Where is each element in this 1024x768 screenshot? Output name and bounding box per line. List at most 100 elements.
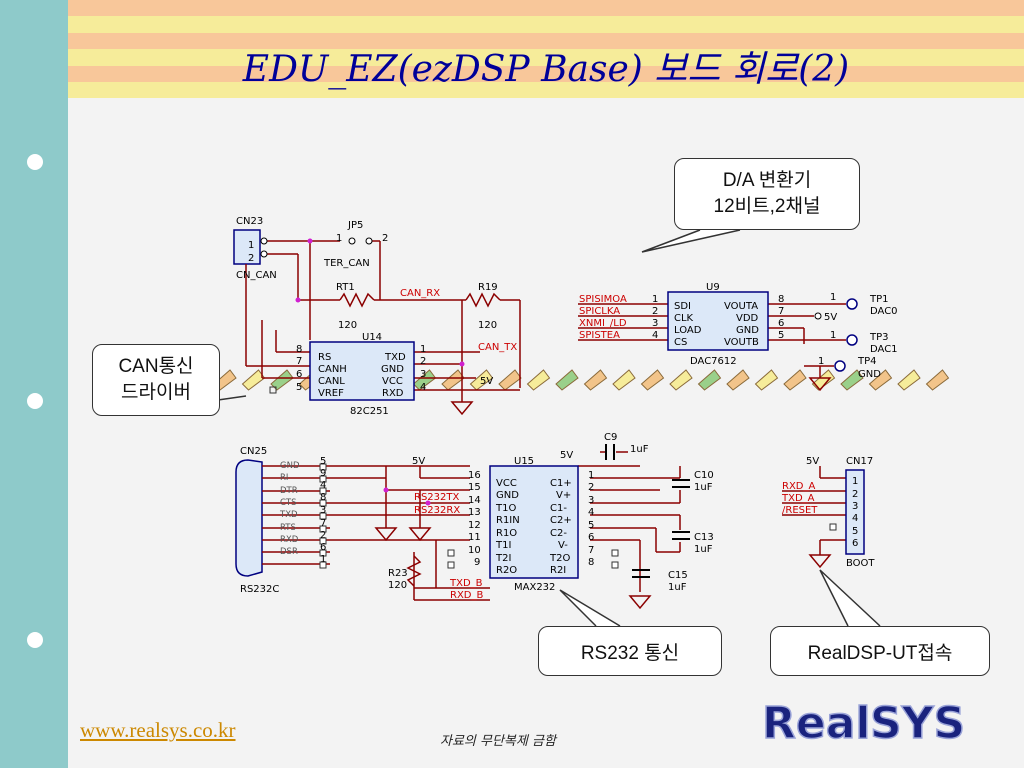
- u15-pin-num: 8: [588, 557, 594, 568]
- cn17-pin: 5: [852, 526, 858, 537]
- cn17-pin: 2: [852, 489, 858, 500]
- cn25-signal: DSR: [280, 547, 298, 557]
- net-5v: 5V: [412, 456, 425, 467]
- u9-pin-name: CS: [674, 337, 687, 348]
- callout-line: CAN통신: [118, 356, 194, 377]
- bullet-dot: [27, 632, 43, 648]
- net-5v: 5V: [806, 456, 819, 467]
- cn25-pin-num: 9: [320, 468, 326, 479]
- tp1-name: DAC0: [870, 306, 898, 317]
- tp-pin-num: 1: [830, 330, 836, 341]
- u9-pin-name: CLK: [674, 313, 694, 324]
- net-label: SPISIMOA: [579, 294, 627, 305]
- callout-pointer: [819, 569, 881, 627]
- pencil-decoration: [640, 369, 665, 391]
- pencil-decoration: [783, 369, 807, 391]
- cap-value: 1uF: [694, 544, 713, 555]
- u9-ref: U9: [706, 282, 720, 293]
- u15-pin-name: R1O: [496, 528, 517, 539]
- cap-ref: C10: [694, 470, 714, 481]
- cn25-signal: DTR: [280, 486, 298, 496]
- header-stripes: [68, 0, 1024, 98]
- net-label: SPICLKA: [579, 306, 620, 317]
- u9-pin-name: SDI: [674, 301, 691, 312]
- r19-value: 120: [478, 320, 497, 331]
- can-section: [233, 229, 521, 416]
- u15-pin-num: 13: [468, 507, 481, 518]
- u15-pin-name: C2+: [550, 515, 572, 526]
- cn25-pin-num: 5: [320, 456, 326, 467]
- u15-pin-name: T2O: [549, 553, 570, 564]
- u9-pin-name: VOUTA: [724, 301, 758, 312]
- net-rs232rx: RS232RX: [414, 505, 460, 516]
- r19-ref: R19: [478, 282, 498, 293]
- callout-realdsp: RealDSP-UT접속: [770, 626, 990, 676]
- r23-value: 120: [388, 580, 407, 591]
- u9-pin-num: 8: [778, 294, 784, 305]
- u15-pin-num: 5: [588, 520, 594, 531]
- pencil-decoration: [241, 369, 266, 391]
- logo-text-sys: SYS: [870, 700, 965, 744]
- cn17-pin: 3: [852, 501, 858, 512]
- u9-pin-num: 4: [652, 330, 658, 341]
- cn25-pin-num: 8: [320, 492, 326, 503]
- rt1-value: 120: [338, 320, 357, 331]
- u15-pin-name: T2I: [495, 553, 511, 564]
- u15-chip: [489, 465, 579, 579]
- u15-pin-name: V+: [556, 490, 571, 501]
- u14-pin-num: 7: [296, 356, 302, 367]
- pencil-decoration: [555, 369, 579, 391]
- tp1-ref: TP1: [869, 294, 889, 305]
- u15-pin-num: 10: [468, 545, 481, 556]
- pencil-decoration: [754, 369, 779, 391]
- rt1-ref: RT1: [336, 282, 355, 293]
- cn25-pin-num: 7: [320, 518, 326, 529]
- u9-pin-num: 2: [652, 306, 658, 317]
- u15-pin-num: 2: [588, 482, 594, 493]
- u15-pin-name: C2-: [550, 528, 567, 539]
- pencil-decoration: [669, 369, 693, 391]
- cn25-signal: GND: [280, 461, 300, 471]
- u15-pin-num: 12: [468, 520, 481, 531]
- u14-ref: U14: [362, 332, 382, 343]
- u9-pin-name: VOUTB: [724, 337, 759, 348]
- tp3-name: DAC1: [870, 344, 898, 355]
- pencil-decoration: [697, 369, 722, 391]
- u15-pin-num: 4: [588, 507, 594, 518]
- net-rs232tx: RS232TX: [414, 492, 459, 503]
- tp-pin-num: 1: [818, 356, 824, 367]
- website-link[interactable]: www.realsys.co.kr: [80, 718, 236, 742]
- net-rxd-a: RXD_A: [782, 481, 815, 492]
- u9-pin-num: 1: [652, 294, 658, 305]
- u9-pin-num: 3: [652, 318, 658, 329]
- cn23-name: CN_CAN: [236, 270, 277, 281]
- cap-ref: C15: [668, 570, 688, 581]
- u15-pin-num: 14: [468, 495, 481, 506]
- u14-pin-num: 2: [420, 356, 426, 367]
- tp3-ref: TP3: [869, 332, 889, 343]
- callout-rs232: RS232 통신: [538, 626, 722, 676]
- u14-pin-num: 8: [296, 344, 302, 355]
- callout-pointer: [217, 395, 247, 401]
- net-reset: /RESET: [782, 505, 818, 516]
- pencil-decoration: [526, 369, 551, 391]
- u15-pin-num: 1: [588, 470, 594, 481]
- callout-line: 드라이버: [121, 382, 191, 403]
- net-label: XNMI_/LD: [579, 318, 627, 329]
- pencil-decoration: [441, 369, 465, 391]
- callout-line: D/A 변환기: [722, 170, 812, 191]
- cn23-pin-1: 1: [248, 240, 254, 251]
- net-5v: 5V: [480, 376, 493, 387]
- u15-pin-name: C1-: [550, 503, 567, 514]
- cn25-pin-num: 1: [320, 554, 326, 565]
- pencil-decoration: [583, 369, 608, 391]
- net-label: SPISTEA: [579, 330, 620, 341]
- u14-pin-num: 5: [296, 382, 302, 393]
- u14-pin-name: RS: [318, 352, 331, 363]
- cn17-pin: 6: [852, 538, 858, 549]
- cn17-pin: 4: [852, 513, 858, 524]
- u9-pin-name: VDD: [736, 313, 759, 324]
- jp5-ref: JP5: [347, 220, 363, 231]
- pencil-decoration: [811, 369, 836, 391]
- u15-pin-num: 7: [588, 545, 594, 556]
